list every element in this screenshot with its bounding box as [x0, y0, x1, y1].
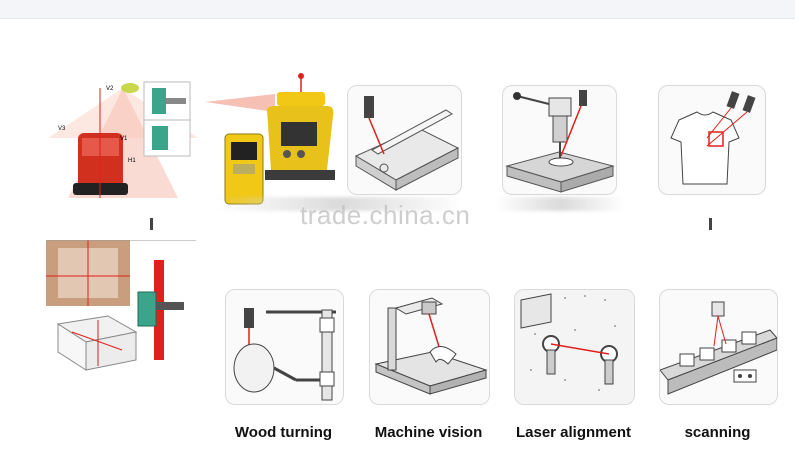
label-v3: V3 [58, 126, 66, 132]
wood-turning-panel [225, 289, 344, 405]
machine-vision-panel [369, 289, 490, 405]
rotary-laser-image [205, 72, 335, 207]
cross-line-laser-level-image: V2 V3 V1 H1 [48, 78, 198, 208]
blurred-label-strip-2 [495, 197, 625, 211]
caption-laser-alignment: Laser alignment [515, 424, 632, 441]
divider-mark-left [150, 218, 153, 230]
caption-wood-turning: Wood turning [234, 424, 333, 441]
laser-drill-panel [502, 85, 617, 195]
divider-mark-right [709, 218, 712, 230]
room-cross-line-image [46, 240, 196, 375]
garment-marking-panel [658, 85, 766, 195]
caption-machine-vision: Machine vision [374, 424, 483, 441]
scanning-panel [659, 289, 778, 405]
laser-alignment-panel [514, 289, 635, 405]
label-h1: H1 [128, 158, 136, 164]
label-v1: V1 [120, 136, 128, 142]
watermark-text: trade.china.cn [300, 200, 471, 230]
caption-scanning: scanning [684, 424, 751, 441]
top-bar [0, 0, 795, 19]
label-v2: V2 [106, 86, 114, 92]
blurred-label-strip [215, 197, 465, 211]
laser-saw-guide-panel [347, 85, 462, 195]
